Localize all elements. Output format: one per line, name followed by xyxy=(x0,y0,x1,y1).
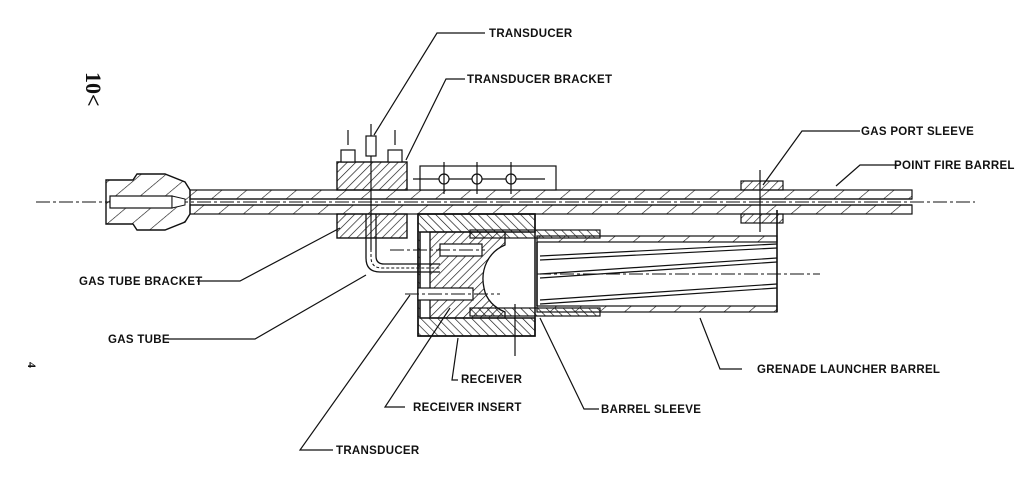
gas-tube xyxy=(365,214,440,273)
page-number: 4 xyxy=(25,362,39,368)
label-transducer-top: TRANSDUCER xyxy=(489,28,573,40)
mounting-rail xyxy=(413,162,557,194)
receiver-insert xyxy=(390,231,506,319)
transducer-bracket xyxy=(336,130,408,239)
label-receiver-insert: RECEIVER INSERT xyxy=(413,402,522,414)
margin-mark: 10< xyxy=(81,72,106,107)
barrel-fitting xyxy=(105,173,191,231)
gas-port-sleeve xyxy=(740,170,784,232)
label-gas-port-sleeve: GAS PORT SLEEVE xyxy=(861,126,974,138)
leader-lines xyxy=(168,32,897,451)
receiver xyxy=(417,213,536,337)
label-gas-tube-bracket: GAS TUBE BRACKET xyxy=(79,276,203,288)
grenade-launcher-barrel xyxy=(536,210,820,313)
label-transducer-bracket: TRANSDUCER BRACKET xyxy=(467,74,612,86)
label-receiver: RECEIVER xyxy=(461,374,523,386)
label-gas-tube: GAS TUBE xyxy=(108,334,170,346)
label-point-fire-barrel: POINT FIRE BARREL xyxy=(894,160,1015,172)
label-grenade-launcher-barrel: GRENADE LAUNCHER BARREL xyxy=(757,364,940,376)
label-barrel-sleeve: BARREL SLEEVE xyxy=(601,404,701,416)
label-transducer-bottom: TRANSDUCER xyxy=(336,445,420,457)
